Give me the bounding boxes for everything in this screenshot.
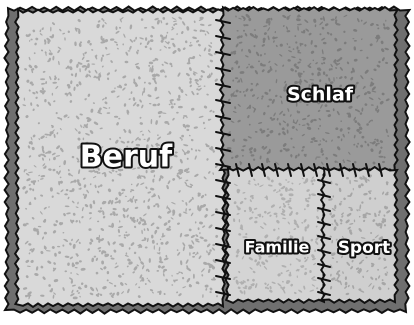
fabric-speckle	[243, 30, 245, 32]
patch-label-beruf: Beruf	[80, 140, 173, 175]
fabric-speckle	[153, 104, 157, 107]
fabric-speckle	[164, 121, 168, 124]
patch-label-sport: Sport	[338, 238, 391, 258]
patch-label-schlaf: Schlaf	[287, 84, 354, 106]
fabric-speckle	[253, 148, 256, 152]
fabric-speckle	[350, 209, 353, 212]
fabric-speckle	[346, 177, 349, 179]
fabric-speckle	[128, 50, 131, 51]
fabric-speckle	[287, 123, 289, 126]
fabric-speckle	[176, 112, 179, 114]
fabric-speckle	[178, 106, 183, 108]
fabric-speckle	[239, 219, 240, 222]
fabric-speckle	[165, 75, 167, 77]
fabric-speckle	[107, 271, 109, 274]
fabric-speckle	[204, 85, 206, 86]
fabric-speckle	[189, 252, 190, 256]
fabric-speckle	[365, 212, 368, 214]
patch-familie	[225, 167, 327, 303]
fabric-speckle	[227, 147, 232, 150]
fabric-speckle	[142, 134, 144, 136]
fabric-speckle	[37, 230, 39, 235]
fabric-speckle	[314, 140, 318, 142]
patch-sport	[321, 167, 398, 303]
fabric-speckle	[66, 189, 69, 191]
fabric-speckle	[78, 29, 80, 34]
fabric-speckle	[335, 127, 338, 130]
fabric-speckle	[288, 46, 290, 48]
fabric-speckle	[52, 93, 53, 96]
fabric-speckle	[77, 179, 80, 182]
patch-label-familie: Familie	[245, 238, 310, 257]
fabric-speckle	[40, 78, 45, 80]
